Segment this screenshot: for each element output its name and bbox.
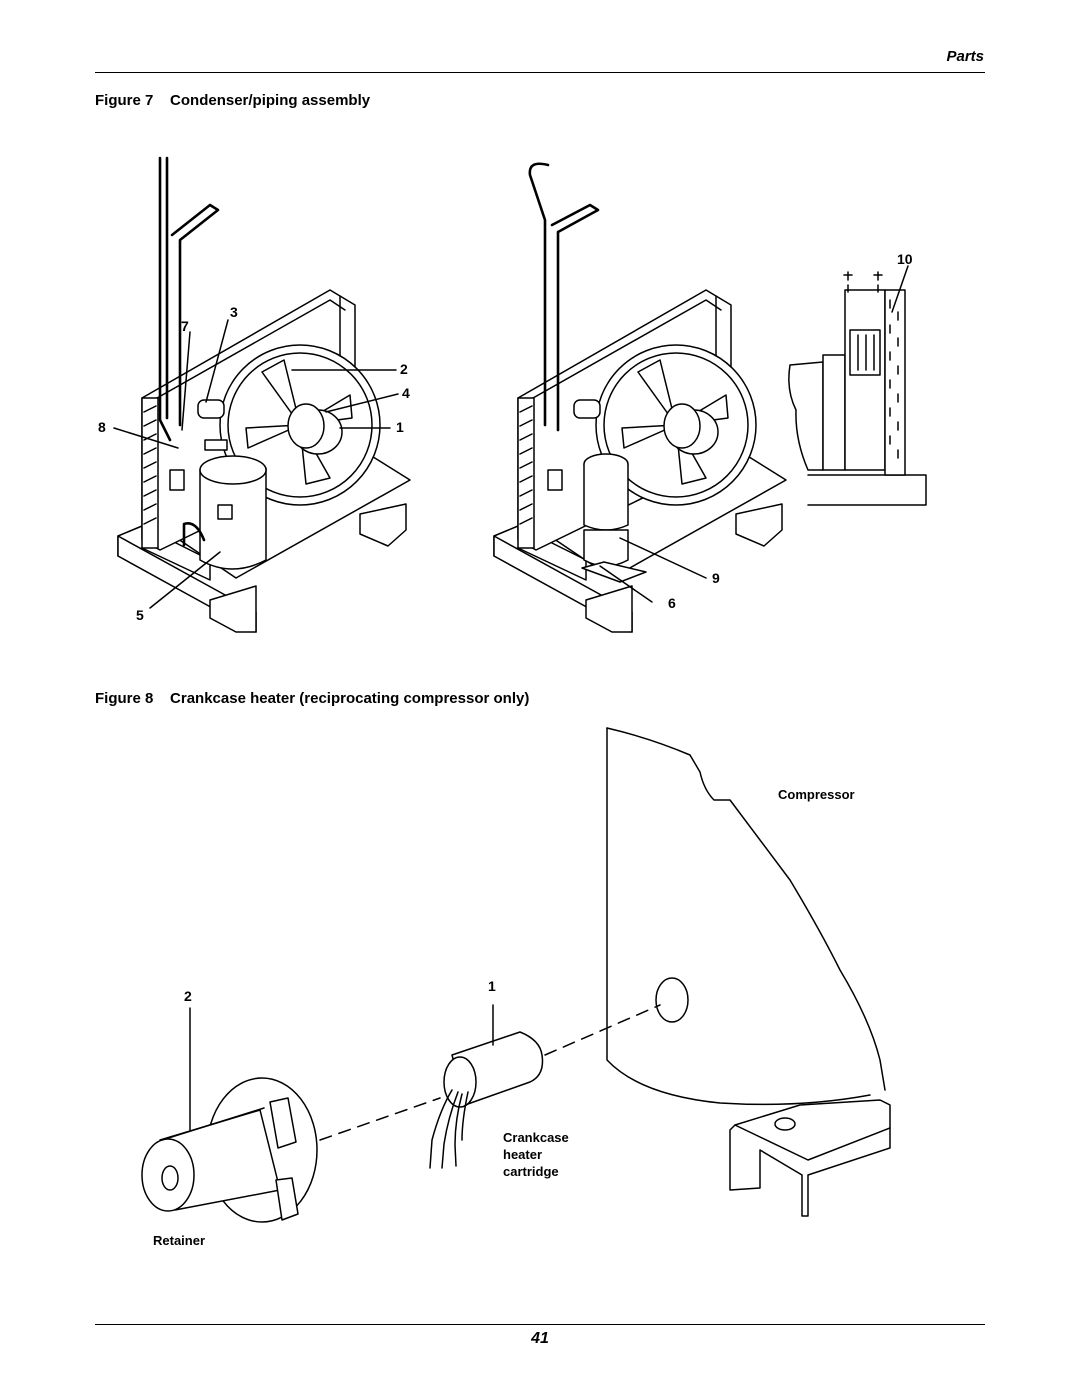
header-rule [95,72,985,73]
figure7-title: Condenser/piping assembly [170,92,371,109]
callout-8: 8 [98,419,106,435]
heater-retainer [141,1077,318,1223]
condenser-assembly-left [117,156,411,633]
label-heater-line3: cartridge [503,1164,559,1179]
callout-5: 5 [136,607,144,623]
condenser-assembly-middle [493,162,787,633]
figure7-caption: Figure 7 Condenser/piping assembly [95,92,370,109]
footer-rule [95,1324,985,1325]
compressor-shell [606,727,891,1217]
callout-3: 3 [230,304,238,320]
label-retainer: Retainer [153,1233,205,1248]
figure8-title: Crankcase heater (reciprocating compress… [170,690,530,707]
callout-fig8-1: 1 [488,978,496,994]
figure7-leaders [113,265,909,609]
figure8-caption: Figure 8 Crankcase heater (reciprocating… [95,690,529,707]
callout-1: 1 [396,419,404,435]
callout-7: 7 [181,318,189,334]
callout-10: 10 [897,251,913,267]
figure8-number: Figure 8 [95,690,154,707]
figure7-number: Figure 7 [95,92,154,109]
page-number: 41 [531,1330,549,1347]
callout-9: 9 [712,570,720,586]
callout-4: 4 [402,385,410,401]
callout-6: 6 [668,595,676,611]
section-header: Parts [946,48,984,65]
condenser-side-detail [788,271,927,506]
crankcase-heater-cartridge [319,1004,661,1169]
callout-fig8-2: 2 [184,988,192,1004]
label-heater-line2: heater [503,1147,542,1162]
callout-2: 2 [400,361,408,377]
figure8-leaders [189,1004,494,1131]
label-heater-line1: Crankcase [503,1130,569,1145]
label-compressor: Compressor [778,787,855,802]
